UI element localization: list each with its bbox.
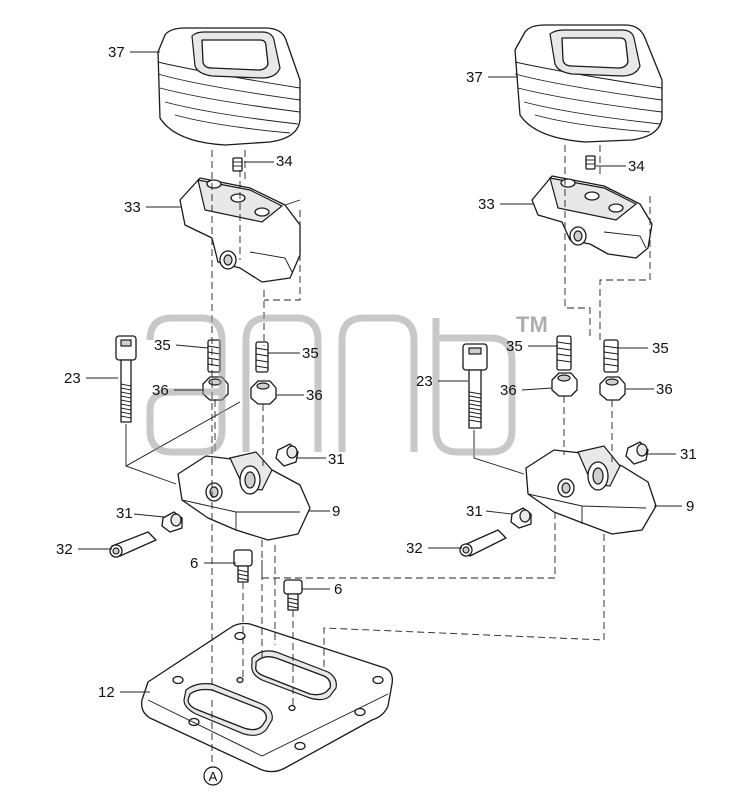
callout-35-right-b: 35 (652, 340, 669, 357)
housing-part-9-left (177, 451, 311, 541)
screw-part-6-left-a (233, 549, 253, 583)
pin-part-32-right (459, 529, 507, 557)
reference-marker-a: A (203, 766, 223, 786)
screw-part-34-left (232, 157, 243, 172)
pin-part-32-left (109, 531, 157, 558)
stud-part-35-left-b (255, 341, 269, 373)
screw-part-34-right (585, 155, 596, 170)
screw-part-6-left-b (283, 579, 303, 611)
callout-36-right-b: 36 (656, 381, 673, 398)
boot-part-37-right (514, 24, 663, 143)
callouts-left: 37 34 33 35 35 23 36 36 31 9 31 32 6 6 1… (56, 44, 345, 701)
callout-9-right: 9 (686, 498, 694, 515)
callout-6-left-b: 6 (334, 581, 342, 598)
callout-35-left-a: 35 (154, 337, 171, 354)
callouts-right: 37 34 33 35 35 23 36 36 31 9 31 32 (406, 69, 697, 557)
callout-32-right: 32 (406, 540, 423, 557)
watermark-logo: TM (146, 312, 548, 456)
nut-part-36-left-b (250, 380, 277, 405)
callout-33-left: 33 (124, 199, 141, 216)
callout-37-left: 37 (108, 44, 125, 61)
callout-33-right: 33 (478, 196, 495, 213)
boot-part-37-left (157, 27, 301, 146)
callout-31-right-upper: 31 (680, 446, 697, 463)
callout-35-right-a: 35 (506, 338, 523, 355)
callout-36-left-a: 36 (152, 382, 169, 399)
bushing-part-31-left-lower (161, 511, 183, 533)
nut-part-36-right-b (599, 376, 626, 401)
callout-32-left: 32 (56, 541, 73, 558)
callout-9-left: 9 (332, 503, 340, 520)
callout-36-right-a: 36 (500, 382, 517, 399)
callout-35-left-b: 35 (302, 345, 319, 362)
base-plate-part-12 (141, 622, 393, 773)
callout-31-left-upper: 31 (328, 451, 345, 468)
watermark-trademark: TM (516, 312, 548, 337)
callout-12: 12 (98, 684, 115, 701)
callout-23-right: 23 (416, 373, 433, 390)
callout-34-left: 34 (276, 153, 293, 170)
bushing-part-31-right-lower (510, 507, 532, 529)
stud-part-35-right-b (603, 339, 619, 373)
callout-31-left-lower: 31 (116, 505, 133, 522)
assembly-lines-right (261, 145, 651, 670)
callout-36-left-b: 36 (306, 387, 323, 404)
callout-31-right-lower: 31 (466, 503, 483, 520)
svg-text:A: A (209, 769, 218, 784)
callout-6-left-a: 6 (190, 555, 198, 572)
nut-part-36-right-a (551, 372, 578, 397)
bolt-part-23-right (462, 343, 488, 429)
bolt-part-23-left (115, 335, 137, 423)
callout-34-right: 34 (628, 158, 645, 175)
assembly-lines-left (125, 150, 301, 765)
bushing-part-31-left-upper (275, 443, 299, 467)
housing-part-9-right (525, 445, 657, 535)
bracket-part-33-right (531, 175, 653, 259)
stud-part-35-right-a (556, 335, 572, 371)
bushing-part-31-right-upper (625, 441, 649, 465)
stud-part-35-left-a (207, 339, 221, 373)
callout-23-left: 23 (64, 370, 81, 387)
callout-37-right: 37 (466, 69, 483, 86)
